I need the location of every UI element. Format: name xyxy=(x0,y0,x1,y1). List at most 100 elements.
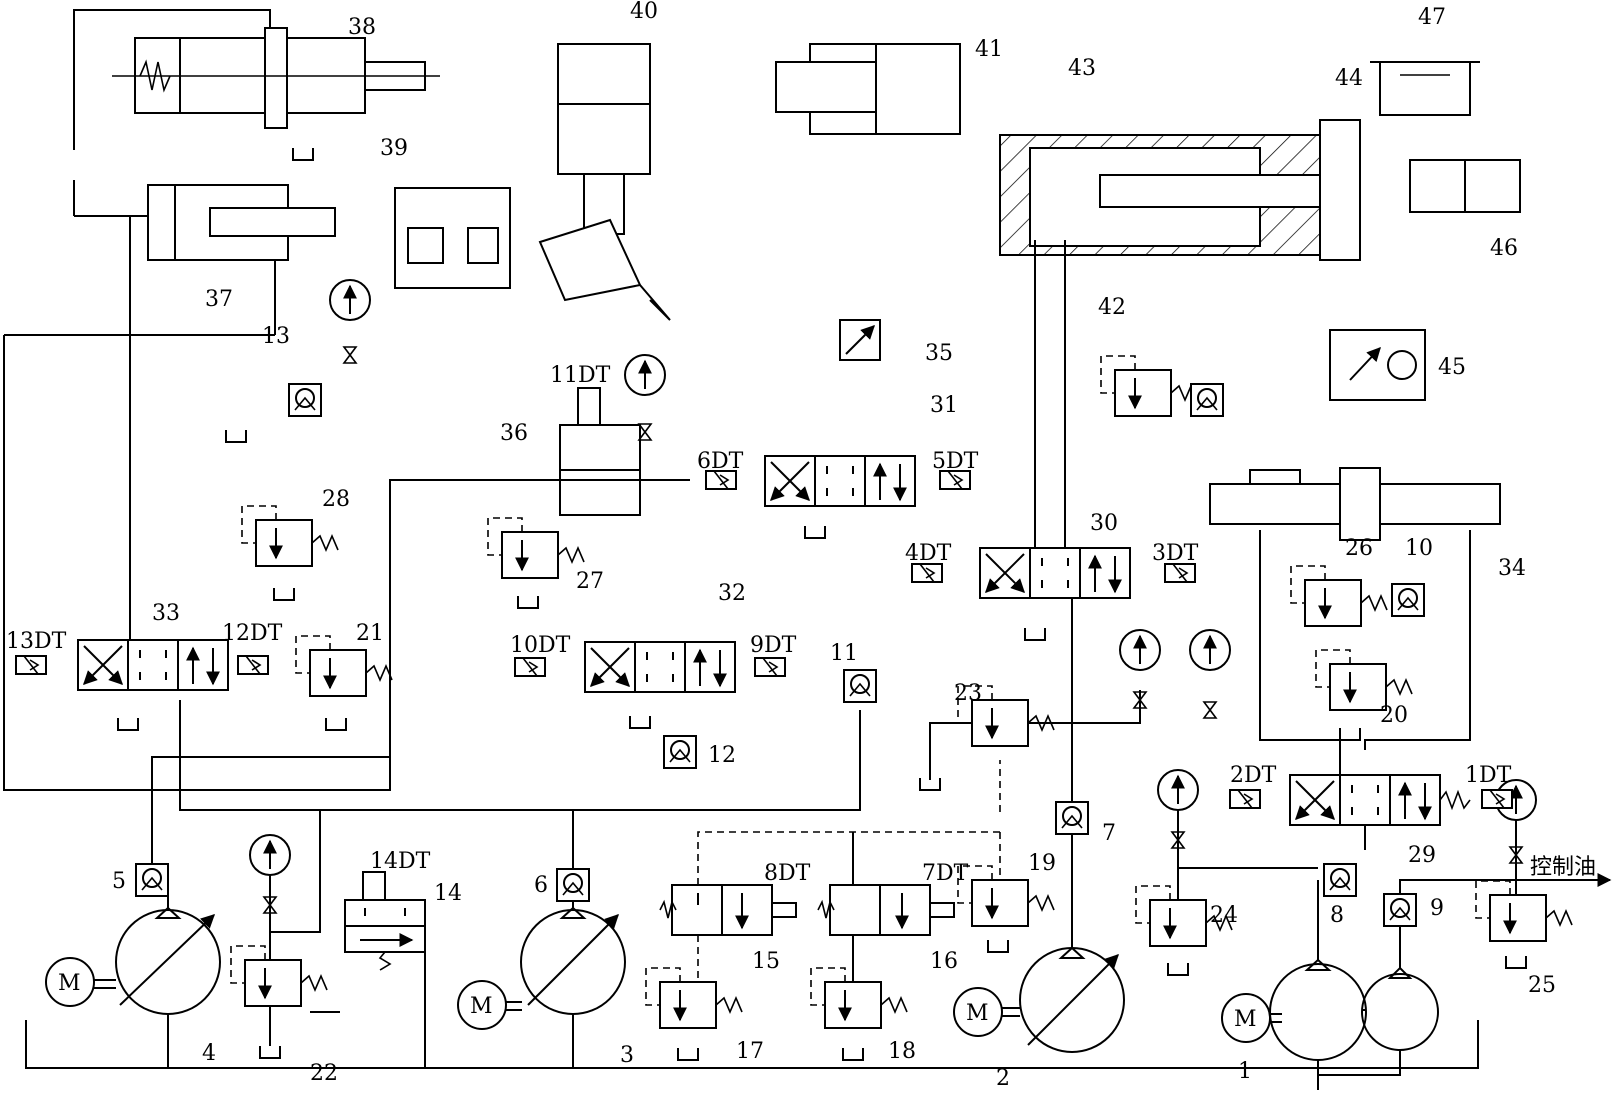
label-33: 33 xyxy=(152,601,180,626)
tank-24 xyxy=(1167,962,1189,976)
relief-valve-18 xyxy=(811,968,907,1028)
solenoid-label-13dt: 13DT xyxy=(6,629,67,654)
check-valve-9 xyxy=(1383,893,1417,927)
solenoid-9dt xyxy=(754,657,786,677)
motor-label: M xyxy=(470,994,493,1019)
throttle-check-45 xyxy=(1329,329,1426,401)
pipe-pump4 xyxy=(151,756,390,864)
label-9: 9 xyxy=(1430,896,1444,921)
label-47: 47 xyxy=(1418,5,1446,30)
solenoid-label-2dt: 2DT xyxy=(1230,763,1277,788)
solenoid-label-7dt: 7DT xyxy=(922,861,969,886)
label-27: 27 xyxy=(576,569,604,594)
label-20: 20 xyxy=(1380,703,1408,728)
label-45: 45 xyxy=(1438,355,1466,380)
cock-29 xyxy=(1203,701,1217,719)
motor-label: M xyxy=(1234,1007,1257,1032)
main-return-line xyxy=(25,1020,1479,1069)
label-42: 42 xyxy=(1098,295,1126,320)
label-38: 38 xyxy=(348,15,376,40)
label-37: 37 xyxy=(205,287,233,312)
label-40: 40 xyxy=(630,0,658,24)
label-44: 44 xyxy=(1335,66,1363,91)
motor-label: M xyxy=(58,971,81,996)
label-22: 22 xyxy=(310,1061,338,1086)
solenoid-label-4dt: 4DT xyxy=(905,541,952,566)
tank-13 xyxy=(225,429,247,443)
label-29: 29 xyxy=(1408,843,1436,868)
label-36: 36 xyxy=(500,421,528,446)
motor-label: M xyxy=(966,1001,989,1026)
solenoid-label-6dt: 6DT xyxy=(697,449,744,474)
tank-22 xyxy=(259,1045,281,1059)
cylinder-40 xyxy=(538,43,671,321)
label-5: 5 xyxy=(112,869,126,894)
solenoid-label-12dt: 12DT xyxy=(222,621,283,646)
gauge-29 xyxy=(1190,630,1230,670)
label-25: 25 xyxy=(1528,973,1556,998)
label-8: 8 xyxy=(1330,903,1344,928)
check-valve-7 xyxy=(1055,801,1089,835)
pump-1: M xyxy=(1221,880,1439,1090)
relief-valve-25 xyxy=(1476,881,1572,941)
gauge-36 xyxy=(625,355,665,395)
tank-31 xyxy=(804,525,826,539)
solenoid-label-14dt: 14DT xyxy=(370,849,431,874)
check-valve-10 xyxy=(1391,583,1425,617)
valve-42 xyxy=(1101,356,1197,416)
check-valve-42 xyxy=(1190,383,1224,417)
solenoid-label-3dt: 3DT xyxy=(1152,541,1199,566)
label-34: 34 xyxy=(1498,556,1526,581)
label-43: 43 xyxy=(1068,56,1096,81)
label-1: 1 xyxy=(1238,1059,1252,1084)
throttle-valve-35 xyxy=(839,319,881,361)
label-16: 16 xyxy=(930,949,958,974)
pump-4: M xyxy=(45,880,221,1068)
label-18: 18 xyxy=(888,1039,916,1064)
label-17: 17 xyxy=(736,1039,764,1064)
pump-2: M xyxy=(953,832,1125,1053)
relief-valve-22 xyxy=(231,946,327,1006)
tank-33 xyxy=(117,717,139,731)
tank-32 xyxy=(629,715,651,729)
label-6: 6 xyxy=(534,873,548,898)
valve-46 xyxy=(1409,159,1521,213)
label-23: 23 xyxy=(954,681,982,706)
solenoid-12dt xyxy=(237,655,269,675)
solenoid-label-9dt: 9DT xyxy=(750,633,797,658)
label-31: 31 xyxy=(930,393,958,418)
cylinder-34 xyxy=(1209,467,1501,541)
cylinder-41 xyxy=(775,43,961,135)
check-valve-6 xyxy=(556,868,590,902)
motor-symbol xyxy=(45,957,95,1007)
label-41: 41 xyxy=(975,37,1003,62)
tank-28 xyxy=(273,587,295,601)
label-2: 2 xyxy=(996,1066,1010,1091)
tank-30 xyxy=(1024,627,1046,641)
label-12: 12 xyxy=(708,743,736,768)
label-3: 3 xyxy=(620,1043,634,1068)
gauge-22 xyxy=(250,835,290,875)
label-39: 39 xyxy=(380,136,408,161)
directional-valve-29 xyxy=(1290,775,1440,825)
tank-20 xyxy=(1339,727,1361,741)
label-19: 19 xyxy=(1028,851,1056,876)
tank-19 xyxy=(987,939,1009,953)
tank-25 xyxy=(1505,955,1527,969)
label-11: 11 xyxy=(830,641,858,666)
solenoid-3dt xyxy=(1164,563,1196,583)
pump-3: M xyxy=(457,870,626,1068)
solenoid-valve-15 xyxy=(659,831,1000,982)
directional-valve-30 xyxy=(980,548,1130,598)
pressure-lines-left xyxy=(3,9,690,791)
relief-valve-20 xyxy=(1316,650,1412,710)
label-24: 24 xyxy=(1210,903,1238,928)
motor-symbol xyxy=(1221,993,1271,1043)
solenoid-label-11dt: 11DT xyxy=(550,363,611,388)
label-30: 30 xyxy=(1090,511,1118,536)
label-28: 28 xyxy=(322,487,350,512)
solenoid-10dt xyxy=(514,657,546,677)
solenoid-2dt xyxy=(1229,789,1261,809)
check-valve-12 xyxy=(663,735,697,769)
label-15: 15 xyxy=(752,949,780,974)
